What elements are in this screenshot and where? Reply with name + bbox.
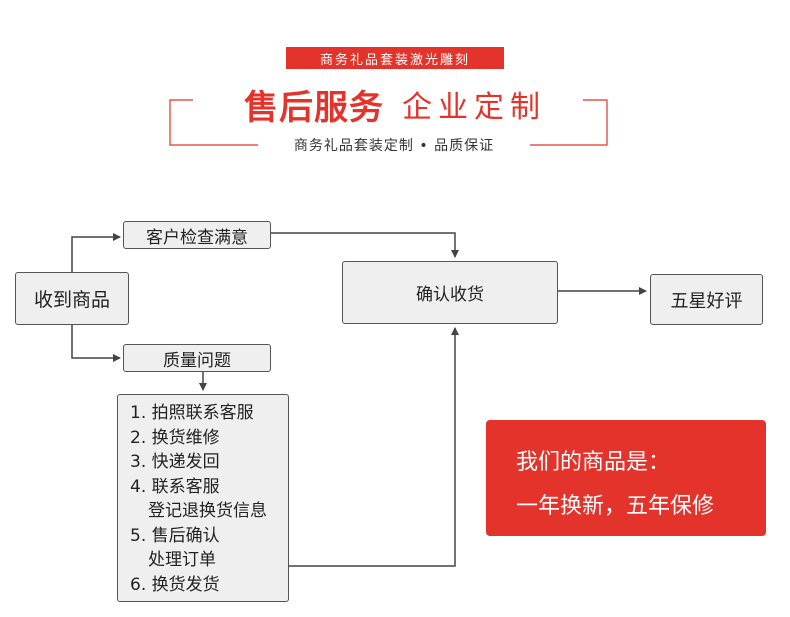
node-receive: 收到商品 (15, 272, 129, 325)
header-bracket (169, 99, 608, 146)
step-item: 1. 拍照联系客服 (130, 403, 254, 423)
step-item: 5. 售后确认 (130, 525, 220, 546)
page-title: 售后服务 企业定制 (170, 80, 620, 128)
arrow-steps-to-confirm (289, 327, 459, 567)
step-item: 登记退换货信息 (148, 501, 267, 521)
arrow-satisfied-to-confirm (271, 232, 459, 258)
step-item: 2. 换货维修 (130, 427, 220, 448)
node-rating: 五星好评 (650, 274, 763, 325)
promo-line1: 我们的商品是： (516, 450, 671, 475)
node-steps: 1. 拍照联系客服 2. 换货维修 3. 快递发回 4. 联系客服 登记退换货信… (117, 394, 289, 602)
step-item: 3. 快递发回 (130, 452, 220, 472)
node-satisfied: 客户检查满意 (123, 221, 271, 249)
step-item: 6. 换货发货 (130, 574, 220, 595)
arrow-receive-to-quality (71, 325, 121, 362)
promo-box: 我们的商品是： 一年换新，五年保修 (486, 420, 766, 536)
step-item: 4. 联系客服 (130, 476, 220, 497)
header-tag: 商务礼品套装激光雕刻 (286, 47, 504, 69)
title-main: 售后服务 (244, 87, 384, 128)
promo-line2: 一年换新，五年保修 (516, 494, 715, 519)
arrow-receive-to-satisfied (71, 233, 121, 272)
subtitle: 商务礼品套装定制 • 品质保证 (258, 134, 530, 156)
node-confirm: 确认收货 (342, 261, 558, 324)
title-sub: 企业定制 (402, 90, 546, 125)
node-quality-issue: 质量问题 (123, 344, 271, 372)
step-item: 处理订单 (148, 550, 216, 570)
